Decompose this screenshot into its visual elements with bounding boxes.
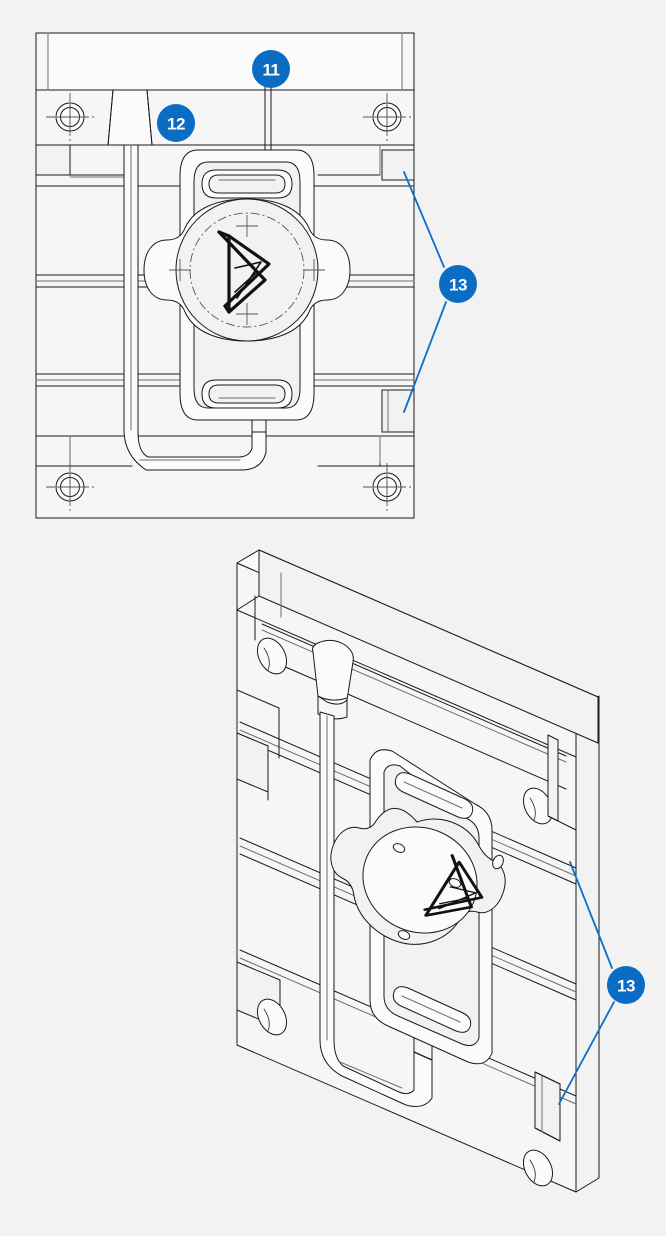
iso-side-notch-upper (547, 734, 577, 831)
iso-slot-lower (392, 986, 472, 1033)
bluetooth-symbol (217, 230, 271, 314)
iso-screw-hole-top-left (256, 637, 288, 675)
iso-circular-boss (330, 807, 506, 945)
screw-hole-top-right (363, 93, 411, 141)
callout-13-top[interactable]: 13 (439, 265, 477, 303)
slot-lower (201, 379, 293, 409)
iso-left-step (236, 689, 281, 1033)
iso-screw-hole-bottom-left (256, 998, 288, 1036)
callout-13-iso-label: 13 (617, 977, 635, 996)
screw-hole-bottom-left (46, 463, 94, 511)
slot-upper (201, 169, 293, 199)
orthographic-top-view: 11 12 13 (35, 32, 477, 519)
circular-boss (143, 198, 351, 342)
callout-13-iso[interactable]: 13 (607, 966, 645, 1004)
screw-hole-bottom-right (363, 463, 411, 511)
iso-upper-rail (236, 549, 599, 758)
right-step (317, 144, 381, 176)
iso-side-notch-lower (534, 1071, 561, 1142)
iso-screw-hole-bottom-right (522, 1149, 554, 1187)
side-notch-lower (381, 389, 415, 433)
leader-13-iso (558, 861, 615, 1105)
iso-plate-right-edge (575, 695, 600, 1193)
cable-grommet (107, 89, 153, 146)
leader-13-top (403, 171, 447, 413)
screw-hole-top-left (46, 93, 94, 141)
callout-13-top-label: 13 (449, 276, 467, 295)
callout-12[interactable]: 12 (157, 104, 195, 142)
upper-rail (35, 32, 415, 91)
isometric-view: 13 (236, 549, 645, 1193)
cable-channel (123, 144, 267, 471)
iso-boss-pins (392, 843, 504, 940)
side-notch-upper (381, 149, 415, 181)
iso-slot-upper (394, 772, 474, 819)
callout-11-label: 11 (263, 61, 280, 80)
callout-11[interactable]: 11 (252, 50, 290, 88)
iso-bluetooth-symbol (423, 854, 484, 917)
boss-centerlines (169, 212, 325, 328)
callout-12-label: 12 (167, 115, 185, 134)
